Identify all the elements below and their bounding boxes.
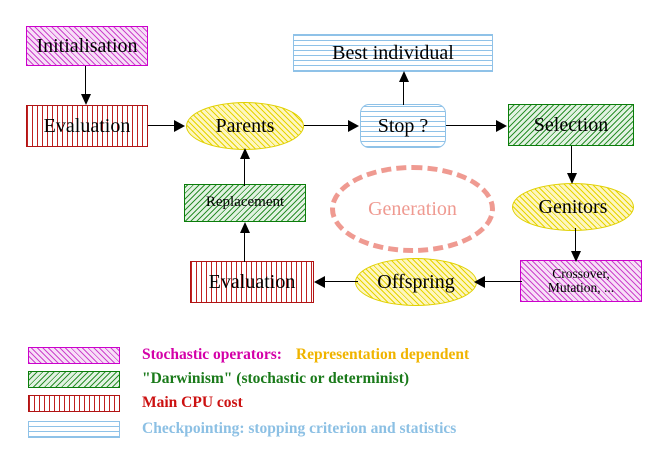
node-replacement[interactable]: Replacement <box>184 184 306 222</box>
node-parents[interactable]: Parents <box>186 102 304 150</box>
arrow-selection-to-genitors <box>566 146 578 186</box>
legend-swatch-blue <box>28 420 120 438</box>
node-evaluation-top[interactable]: Evaluation <box>26 105 148 147</box>
node-initialisation[interactable]: Initialisation <box>26 26 148 66</box>
legend-row-cpu: Main CPU cost <box>28 392 243 414</box>
legend-row-stochastic: Stochastic operators: Representation dep… <box>28 344 469 366</box>
node-parents-label: Parents <box>215 114 275 137</box>
arrow-genitors-to-crossover <box>570 228 582 264</box>
node-genitors[interactable]: Genitors <box>512 183 634 231</box>
legend-label-checkpointing: Checkpointing: stopping criterion and st… <box>142 420 457 437</box>
node-selection-label: Selection <box>533 113 609 136</box>
node-generation: Generation <box>330 165 495 253</box>
arrow-crossover-to-offspring <box>474 276 522 288</box>
arrow-stop-to-selection <box>446 120 510 132</box>
legend-row-darwinism: "Darwinism" (stochastic or determinist) <box>28 368 409 390</box>
node-crossover-label-line2: Mutation, ... <box>547 280 615 295</box>
node-offspring[interactable]: Offspring <box>355 258 477 306</box>
arrow-initialisation-to-evaluation <box>80 66 92 106</box>
node-evaluation-top-label: Evaluation <box>43 114 131 137</box>
node-best-individual-label: Best individual <box>332 41 454 64</box>
legend-swatch-red <box>28 394 120 412</box>
arrow-stop-to-best-individual <box>398 71 410 105</box>
node-stop-label: Stop ? <box>377 114 429 137</box>
arrow-parents-to-stop <box>304 120 362 132</box>
node-stop[interactable]: Stop ? <box>360 104 446 148</box>
legend-row-checkpointing: Checkpointing: stopping criterion and st… <box>28 418 456 440</box>
arrow-offspring-to-evaluation <box>314 276 358 288</box>
node-replacement-label: Replacement <box>205 194 285 211</box>
legend-label-darwinism: "Darwinism" (stochastic or determinist) <box>142 370 410 387</box>
legend-label-cpu: Main CPU cost <box>142 394 243 411</box>
legend-label-representation: Representation dependent <box>295 346 470 363</box>
legend-swatch-green <box>28 370 120 388</box>
node-crossover-mutation[interactable]: Crossover, Mutation, ... <box>520 260 642 302</box>
legend-swatch-magenta <box>28 346 120 364</box>
node-initialisation-label: Initialisation <box>36 34 138 57</box>
node-evaluation-bottom[interactable]: Evaluation <box>190 261 314 303</box>
node-evaluation-bottom-label: Evaluation <box>208 270 296 293</box>
legend-label-stochastic: Stochastic operators: <box>142 346 282 363</box>
node-generation-label: Generation <box>368 197 457 220</box>
arrow-replacement-to-parents <box>239 148 251 186</box>
node-best-individual[interactable]: Best individual <box>293 34 493 72</box>
node-crossover-label-line1: Crossover, <box>552 265 610 281</box>
node-selection[interactable]: Selection <box>508 104 634 146</box>
node-offspring-label: Offspring <box>377 270 455 293</box>
arrow-evaluation-to-replacement <box>239 222 251 262</box>
arrow-evaluation-to-parents <box>148 120 188 132</box>
node-genitors-label: Genitors <box>538 195 608 218</box>
